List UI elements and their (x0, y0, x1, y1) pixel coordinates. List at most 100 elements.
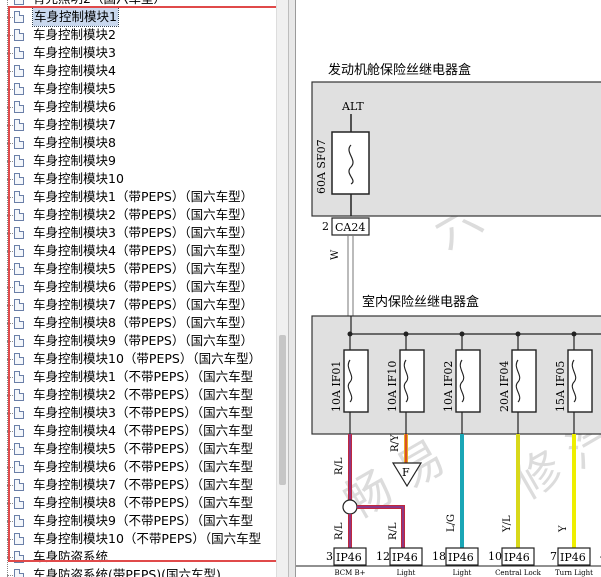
tree-item[interactable]: 车身防盗系统 (0, 548, 288, 566)
tree-item[interactable]: 车身控制模块9 (0, 152, 288, 170)
wiring-diagram-pane: 六 车 畅 易 修 汽 发动机舱保险丝继电器盒 ALT 60A SF07 2 C… (296, 0, 601, 577)
tree-item-label: 车身控制模块5（带PEPS）（国六车型） (33, 261, 254, 276)
tree-item[interactable]: 车身控制模块5（不带PEPS）（国六车型 (0, 440, 288, 458)
tree-item[interactable]: 车身控制模块1（不带PEPS）（国六车型 (0, 368, 288, 386)
tree-item[interactable]: 车身控制模块9（不带PEPS）（国六车型 (0, 512, 288, 530)
connector-ip46 (557, 547, 591, 566)
tree-item-label: 车身控制模块4（带PEPS）（国六车型） (33, 243, 254, 258)
document-icon (14, 191, 24, 203)
tree-item[interactable]: 车身控制模块6（不带PEPS）（国六车型 (0, 458, 288, 476)
alt-label: ALT (341, 100, 364, 113)
tree-item[interactable]: 车身控制模块8 (0, 134, 288, 152)
tree-item[interactable]: 车身控制模块6（带PEPS）（国六车型） (0, 278, 288, 296)
document-icon (14, 47, 24, 59)
tree-item-label: 车身控制模块2 (33, 27, 116, 42)
connector-label: IP46 (560, 551, 586, 564)
tree-branch-line (7, 53, 13, 54)
tree-item[interactable]: 车身控制模块7 (0, 116, 288, 134)
tree-item-label: 车身控制模块3（不带PEPS）（国六车型 (33, 405, 254, 420)
tree-item[interactable]: 车身控制模块4（不带PEPS）（国六车型 (0, 422, 288, 440)
tree-item[interactable]: 车身控制模块2（带PEPS）（国六车型） (0, 206, 288, 224)
tree-branch-line (7, 143, 13, 144)
tree-branch-line (7, 179, 13, 180)
tree-item[interactable]: 车身控制模块4 (0, 62, 288, 80)
tree-branch-line (7, 521, 13, 522)
tree-item-label: 车身控制模块3 (33, 45, 116, 60)
tree-item[interactable]: 车身控制模块7（带PEPS）（国六车型） (0, 296, 288, 314)
tree-item[interactable]: 背光照明2（国六车型） (0, 0, 288, 8)
tree-item[interactable]: 车身控制模块3 (0, 44, 288, 62)
wire-label: R/Y (390, 434, 401, 452)
document-icon (14, 353, 24, 365)
tree-item[interactable]: 车身控制模块4（带PEPS）（国六车型） (0, 242, 288, 260)
bcm-pin-label: Light (453, 569, 472, 577)
document-icon (14, 155, 24, 167)
tree-scrollbar-thumb[interactable] (279, 335, 286, 485)
tree-item[interactable]: 车身控制模块2 (0, 26, 288, 44)
tree-item-label: 车身控制模块1（不带PEPS）（国六车型 (33, 369, 254, 384)
tree-item-label: 车身控制模块8 (33, 135, 116, 150)
tree-connector-line (7, 0, 8, 577)
tree-branch-line (7, 539, 13, 540)
tree-item[interactable]: 车身控制模块8（带PEPS）（国六车型） (0, 314, 288, 332)
document-icon (14, 551, 24, 563)
tree-branch-line (7, 359, 13, 360)
fuse-sf07 (331, 131, 370, 195)
pane-splitter[interactable] (288, 0, 296, 577)
fuse-label: 10A IF01 (330, 361, 343, 412)
tree-item[interactable]: 车身控制模块10 (0, 170, 288, 188)
tree-item[interactable]: 车身控制模块1（带PEPS）（国六车型） (0, 188, 288, 206)
tree-item[interactable]: 车身控制模块5 (0, 80, 288, 98)
tree-branch-line (7, 125, 13, 126)
tree-item[interactable]: 车身控制模块2（不带PEPS）（国六车型 (0, 386, 288, 404)
document-icon (14, 65, 24, 77)
fuse-box (511, 349, 537, 413)
fuse-symbol (403, 359, 409, 403)
fuse-label: 10A IF10 (386, 361, 399, 412)
connector-pin: 3 (326, 550, 333, 563)
tree-branch-line (7, 269, 13, 270)
fuse-symbol (571, 359, 577, 403)
document-icon (14, 281, 24, 293)
tree-item-label: 车身控制模块10 (33, 171, 124, 186)
document-icon (14, 119, 24, 131)
fuse-box (567, 349, 593, 413)
tree-branch-line (7, 575, 13, 576)
document-icon (14, 137, 24, 149)
document-icon (14, 389, 24, 401)
tree-item-label: 车身控制模块6（带PEPS）（国六车型） (33, 279, 254, 294)
tree-item[interactable]: 车身控制模块9（带PEPS）（国六车型） (0, 332, 288, 350)
tree-item-label: 车身控制模块3（带PEPS）（国六车型） (33, 225, 254, 240)
wire-rl-label-lower-1: R/L (334, 522, 345, 540)
tree-item-label: 车身控制模块10（带PEPS）（国六车型） (33, 351, 262, 366)
document-icon (14, 263, 24, 275)
tree-branch-line (7, 71, 13, 72)
tree-item-label: 车身控制模块9 (33, 153, 116, 168)
fuse-label: 15A IF05 (554, 361, 567, 412)
ip46-connectors: 3IP4612IP4618IP4610IP467IP4642 (326, 547, 601, 566)
tree-branch-line (7, 323, 13, 324)
tree-item[interactable]: 车身控制模块3（带PEPS）（国六车型） (0, 224, 288, 242)
tree-item[interactable]: 车身防盗系统(带PEPS)(国六车型) (0, 566, 288, 577)
tree-branch-line (7, 377, 13, 378)
document-icon (14, 173, 24, 185)
tree-branch-line (7, 413, 13, 414)
tree-scrollbar[interactable] (276, 0, 288, 577)
fuse-symbol (459, 359, 465, 403)
bcm-pin-label: Central Lock (495, 569, 542, 577)
fuse-box (399, 349, 425, 413)
tree-item[interactable]: 车身控制模块1 (0, 7, 288, 27)
tree-branch-line (7, 503, 13, 504)
connector-pin: 12 (376, 550, 390, 563)
tree-item[interactable]: 车身控制模块7（不带PEPS）（国六车型 (0, 476, 288, 494)
tree-item[interactable]: 车身控制模块8（不带PEPS）（国六车型 (0, 494, 288, 512)
tree-item[interactable]: 车身控制模块6 (0, 98, 288, 116)
tree-item[interactable]: 车身控制模块10（带PEPS）（国六车型） (0, 350, 288, 368)
tree-branch-line (7, 17, 13, 18)
connector-ip46 (501, 547, 535, 566)
tree-item[interactable]: 车身控制模块10（不带PEPS）（国六车型 (0, 530, 288, 548)
document-icon (14, 461, 24, 473)
tree-item[interactable]: 车身控制模块3（不带PEPS）（国六车型 (0, 404, 288, 422)
connector-label: IP46 (504, 551, 530, 564)
tree-item[interactable]: 车身控制模块5（带PEPS）（国六车型） (0, 260, 288, 278)
